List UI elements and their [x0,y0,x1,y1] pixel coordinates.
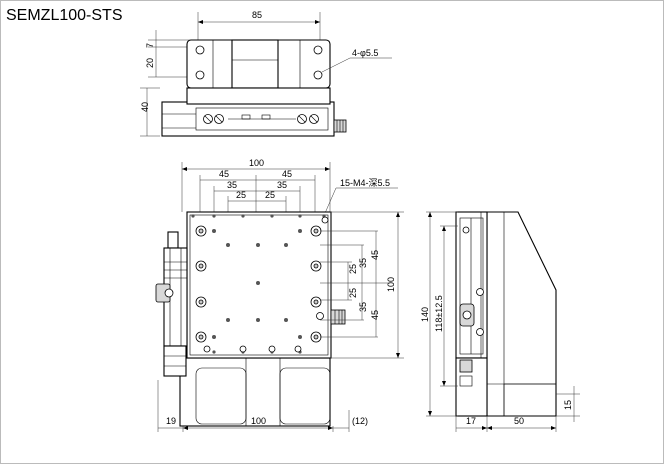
dim-25-right: 25 [265,190,275,200]
dim-35-up: 35 [358,258,368,268]
front-view: 100 45 45 35 35 25 25 15-M4-深5.5 [155,158,404,432]
top-view: 85 7 20 40 4-φ5.5 [140,10,392,137]
mount-holes [195,225,322,343]
dim-17: 17 [466,416,476,426]
hole-note: 4-φ5.5 [352,48,378,58]
dim-35-down: 35 [358,302,368,312]
dim-50: 50 [514,416,524,426]
dim-35-left: 35 [227,180,237,190]
dim-20: 20 [145,58,155,68]
dim-25-left: 25 [236,190,246,200]
dim-85: 85 [252,10,262,20]
dim-140: 140 [420,307,430,322]
stage-plate [186,211,332,359]
dim-100-bottom: 100 [251,416,266,426]
side-view: 140 118±12.5 15 17 50 [420,211,580,432]
dim-40: 40 [140,102,150,112]
dim-45-down: 45 [370,310,380,320]
dim-12: (12) [352,416,368,426]
dim-15: 15 [563,400,573,410]
dim-25-down: 25 [348,288,358,298]
dim-7: 7 [145,43,155,48]
dim-45-right: 45 [282,169,292,179]
mount-hole [195,70,205,80]
dim-25-up: 25 [348,264,358,274]
mount-hole [195,45,205,55]
drawing-title: SEMZL100-STS [6,7,122,24]
dim-100-right: 100 [386,277,396,292]
dim-118: 118±12.5 [434,295,444,332]
dim-45-up: 45 [370,250,380,260]
dim-35-right: 35 [277,180,287,190]
dim-19: 19 [166,416,176,426]
tap-note: 15-M4-深5.5 [340,178,390,188]
mount-hole [313,70,323,80]
dim-100-top: 100 [249,158,264,168]
dim-45-left: 45 [219,169,229,179]
mount-hole [313,45,323,55]
